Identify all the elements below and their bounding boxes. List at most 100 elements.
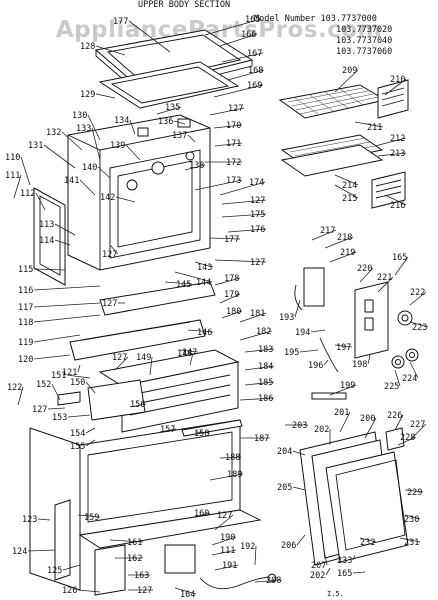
part-number-label: 145 — [176, 280, 191, 290]
part-number-label: 229 — [407, 488, 422, 498]
part-number-label: 231 — [404, 538, 419, 548]
side-panel-left — [33, 187, 66, 286]
part-number-label: 129 — [80, 90, 95, 100]
leader-line-183 — [244, 348, 275, 353]
part-number-label: 232 — [360, 538, 375, 548]
leader-line-127 — [214, 259, 267, 263]
part-number-label: 233 — [337, 556, 352, 566]
part-number-label: 209 — [342, 66, 357, 76]
cooktop-frame — [98, 61, 240, 109]
leader-line-147 — [179, 349, 199, 353]
part-number-label: 215 — [342, 194, 357, 204]
leader-line-169 — [213, 84, 264, 98]
leader-line-129 — [95, 93, 116, 99]
leader-line-146 — [187, 329, 214, 333]
part-number-label: 115 — [18, 265, 33, 275]
leader-line-189 — [209, 473, 244, 481]
callout-leaders — [13, 18, 429, 595]
leader-line-116 — [33, 285, 101, 291]
leader-line-231 — [399, 537, 421, 543]
model-number-3: 103.7737040 — [336, 36, 393, 46]
part-number-label: 213 — [390, 149, 405, 159]
part-number-label: 127 — [102, 250, 117, 260]
leader-line-212 — [374, 137, 407, 147]
part-number-label: 197 — [336, 343, 351, 353]
part-number-label: 114 — [39, 236, 54, 246]
part-number-label: 182 — [256, 327, 271, 337]
part-number-label: 227 — [410, 420, 425, 430]
leader-line-111 — [13, 174, 22, 199]
igniter-wire — [311, 337, 347, 400]
part-number-label: 177 — [113, 17, 128, 27]
part-number-label: 181 — [250, 309, 265, 319]
leader-line-148 — [189, 352, 194, 366]
leader-line-136 — [173, 120, 186, 125]
part-number-label: 159 — [84, 513, 99, 523]
part-number-label: 206 — [281, 541, 296, 551]
part-number-label: 153 — [52, 413, 67, 423]
leader-line-138 — [184, 164, 206, 171]
leader-line-229 — [404, 489, 424, 493]
part-number-label: 200 — [360, 414, 375, 424]
leader-line-171 — [214, 142, 243, 147]
manifold-bracket — [57, 379, 146, 421]
leader-line-226 — [394, 414, 404, 431]
leader-line-210 — [384, 78, 407, 96]
part-number-label: 123 — [22, 515, 37, 525]
part-number-label: 168 — [248, 66, 263, 76]
leader-line-110 — [20, 156, 31, 186]
part-number-label: 127 — [250, 196, 265, 206]
leader-line-167 — [221, 52, 264, 63]
part-number-label: 157 — [160, 425, 175, 435]
part-number-label: 163 — [134, 571, 149, 581]
model-number-4: 103.7737060 — [336, 47, 393, 57]
leader-line-177 — [209, 237, 241, 240]
part-number-label: 122 — [7, 383, 22, 393]
part-number-label: 185 — [258, 378, 273, 388]
part-number-label: 140 — [82, 163, 97, 173]
part-number-label: 173 — [226, 176, 241, 186]
part-number-label: 127 — [32, 405, 47, 415]
part-number-label: 192 — [240, 542, 255, 552]
leader-line-195 — [299, 349, 319, 353]
part-number-label: 133 — [76, 124, 91, 134]
part-number-label: 164 — [180, 590, 195, 600]
part-number-label: 126 — [62, 586, 77, 596]
part-number-label: 219 — [340, 248, 355, 258]
leader-line-166 — [219, 33, 258, 47]
part-number-label: 154 — [70, 429, 85, 439]
part-number-label: 222 — [410, 288, 425, 298]
leader-line-155 — [85, 439, 96, 447]
oven-side-rails — [54, 499, 126, 596]
part-number-label: 224 — [402, 374, 417, 384]
part-number-label: 127 — [137, 586, 152, 596]
part-number-label: 124 — [12, 547, 27, 557]
leader-line-177 — [128, 20, 171, 53]
part-number-label: 161 — [127, 538, 142, 548]
part-number-label: 230 — [404, 515, 419, 525]
part-number-label: 196 — [308, 361, 323, 371]
leader-line-227 — [409, 423, 427, 441]
leader-line-131 — [43, 144, 76, 169]
leader-line-159 — [77, 514, 101, 518]
part-number-label: 187 — [254, 434, 269, 444]
part-number-label: 125 — [47, 566, 62, 576]
part-number-label: 170 — [226, 121, 241, 131]
leader-line-233 — [352, 554, 356, 561]
leader-line-188 — [219, 456, 242, 459]
part-number-label: 210 — [390, 75, 405, 85]
oven-control-module — [294, 267, 389, 359]
leader-line-118 — [33, 314, 101, 323]
leader-line-222 — [409, 291, 427, 306]
leader-line-209 — [334, 69, 359, 93]
part-number-label: 113 — [39, 220, 54, 230]
part-number-label: 143 — [197, 263, 212, 273]
leader-line-127 — [109, 244, 119, 255]
leader-line-217 — [311, 229, 337, 241]
leader-line-122 — [17, 386, 24, 406]
part-number-label: 135 — [165, 103, 180, 113]
leader-line-190 — [211, 536, 237, 546]
part-number-label: 218 — [337, 233, 352, 243]
leader-line-154 — [85, 427, 96, 434]
